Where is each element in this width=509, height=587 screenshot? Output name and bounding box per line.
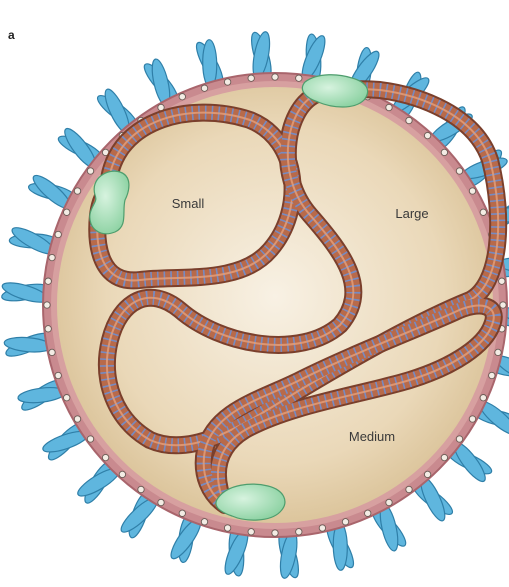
membrane-protein-dot — [201, 85, 207, 91]
membrane-protein-dot — [424, 471, 430, 477]
membrane-protein-dot — [272, 530, 278, 536]
membrane-protein-dot — [495, 349, 501, 355]
membrane-protein-dot — [63, 395, 69, 401]
membrane-protein-dot — [456, 168, 462, 174]
membrane-protein-dot — [119, 471, 125, 477]
membrane-protein-dot — [179, 510, 185, 516]
membrane-protein-dot — [386, 499, 392, 505]
membrane-protein-dot — [201, 519, 207, 525]
membrane-protein-dot — [480, 209, 486, 215]
membrane-protein-dot — [406, 486, 412, 492]
membrane-protein-dot — [499, 278, 505, 284]
membrane-protein-dot — [87, 168, 93, 174]
membrane-protein-dot — [224, 525, 230, 531]
membrane-protein-dot — [45, 278, 51, 284]
large-segment-label: Large — [395, 206, 428, 221]
membrane-protein-dot — [424, 132, 430, 138]
membrane-protein-dot — [296, 75, 302, 81]
membrane-protein-dot — [49, 349, 55, 355]
membrane-protein-dot — [44, 302, 50, 308]
membrane-protein-dot — [406, 117, 412, 123]
membrane-protein-dot — [55, 372, 61, 378]
membrane-protein-dot — [55, 231, 61, 237]
membrane-protein-dot — [386, 104, 392, 110]
membrane-protein-dot — [138, 486, 144, 492]
membrane-protein-dot — [469, 188, 475, 194]
membrane-protein-dot — [63, 209, 69, 215]
membrane-protein-dot — [319, 525, 325, 531]
membrane-protein-dot — [102, 454, 108, 460]
membrane-protein-dot — [456, 436, 462, 442]
membrane-protein-dot — [441, 454, 447, 460]
membrane-protein-dot — [224, 79, 230, 85]
membrane-protein-dot — [441, 149, 447, 155]
membrane-protein-dot — [45, 326, 51, 332]
membrane-protein-dot — [158, 499, 164, 505]
membrane-protein-dot — [49, 254, 55, 260]
membrane-protein-dot — [272, 74, 278, 80]
membrane-protein-dot — [365, 510, 371, 516]
membrane-protein-dot — [480, 395, 486, 401]
membrane-protein-dot — [296, 529, 302, 535]
small-segment-label: Small — [172, 196, 205, 211]
membrane-protein-dot — [74, 416, 80, 422]
membrane-protein-dot — [248, 75, 254, 81]
membrane-protein-dot — [500, 302, 506, 308]
membrane-protein-dot — [469, 416, 475, 422]
membrane-protein-dot — [342, 519, 348, 525]
membrane-protein-dot — [248, 529, 254, 535]
membrane-protein-dot — [179, 94, 185, 100]
medium-segment-label: Medium — [349, 429, 395, 444]
membrane-protein-dot — [74, 188, 80, 194]
membrane-protein-dot — [489, 372, 495, 378]
membrane-protein-dot — [87, 436, 93, 442]
